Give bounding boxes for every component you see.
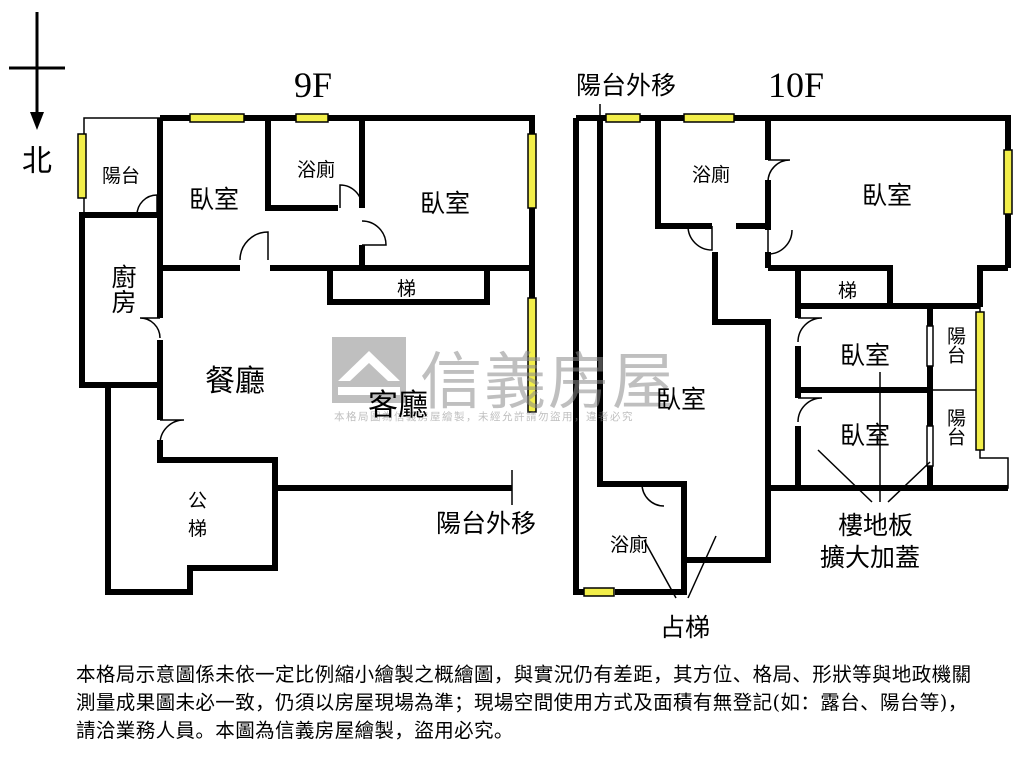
north-label: 北 — [22, 144, 52, 179]
room-10f-bath-bottom: 浴廁 — [610, 534, 649, 556]
plan-10f-windows — [583, 113, 1013, 597]
room-9f-bath: 浴廁 — [297, 159, 336, 181]
room-10f-bedroom-low: 臥室 — [840, 421, 891, 450]
room-10f-bedroom-big: 臥室 — [656, 385, 707, 414]
house-logo-icon — [332, 337, 406, 403]
room-10f-bedroom-top: 臥室 — [862, 181, 913, 210]
room-10f-balcony-low: 陽台 — [944, 408, 966, 446]
callout-10f-floor-ext-2: 擴大加蓋 — [820, 543, 921, 572]
room-9f-public-stairs-1: 公 — [188, 490, 208, 512]
room-9f-living: 客廳 — [368, 388, 428, 423]
room-9f-kitchen: 廚房 — [108, 264, 137, 314]
callout-9f-balcony-moved: 陽台外移 — [436, 509, 537, 538]
disclaimer-text: 本格局示意圖係未依一定比例縮小繪製之概繪圖，與實況仍有差距，其方位、格局、形狀等… — [76, 663, 972, 742]
room-10f-bath-top: 浴廁 — [692, 164, 731, 186]
plan-10f-callout-lines — [599, 104, 931, 599]
callout-10f-occupied-stairs: 占梯 — [660, 613, 711, 642]
watermark-brand: 信義房屋 — [420, 345, 677, 418]
room-9f-balcony: 陽台 — [102, 165, 141, 187]
room-9f-dining: 餐廳 — [205, 364, 265, 399]
callout-10f-balcony-moved: 陽台外移 — [576, 71, 677, 100]
room-9f-public-stairs-2: 梯 — [188, 518, 208, 540]
floor-10f-title: 10F — [768, 65, 825, 105]
room-9f-bedroom-b: 臥室 — [420, 189, 471, 218]
room-10f-bedroom-mid: 臥室 — [840, 341, 891, 370]
room-9f-stairs: 梯 — [397, 278, 417, 300]
room-10f-stairs: 梯 — [838, 280, 858, 302]
room-9f-bedroom-a: 臥室 — [189, 185, 240, 214]
room-10f-balcony-mid: 陽台 — [944, 326, 966, 364]
plan-9f-windows — [77, 113, 537, 413]
north-arrow-icon — [9, 12, 65, 130]
floor-9f-title: 9F — [294, 65, 333, 105]
callout-10f-floor-ext-1: 樓地板 — [838, 511, 914, 540]
plan-10f-doors — [641, 159, 934, 507]
watermark-subtitle: 本格局圖為信義房屋繪製，未經允許請勿盜用，違者必究 — [334, 411, 634, 423]
plan-10f-walls — [573, 115, 1011, 595]
plan-9f-doors — [136, 184, 387, 445]
